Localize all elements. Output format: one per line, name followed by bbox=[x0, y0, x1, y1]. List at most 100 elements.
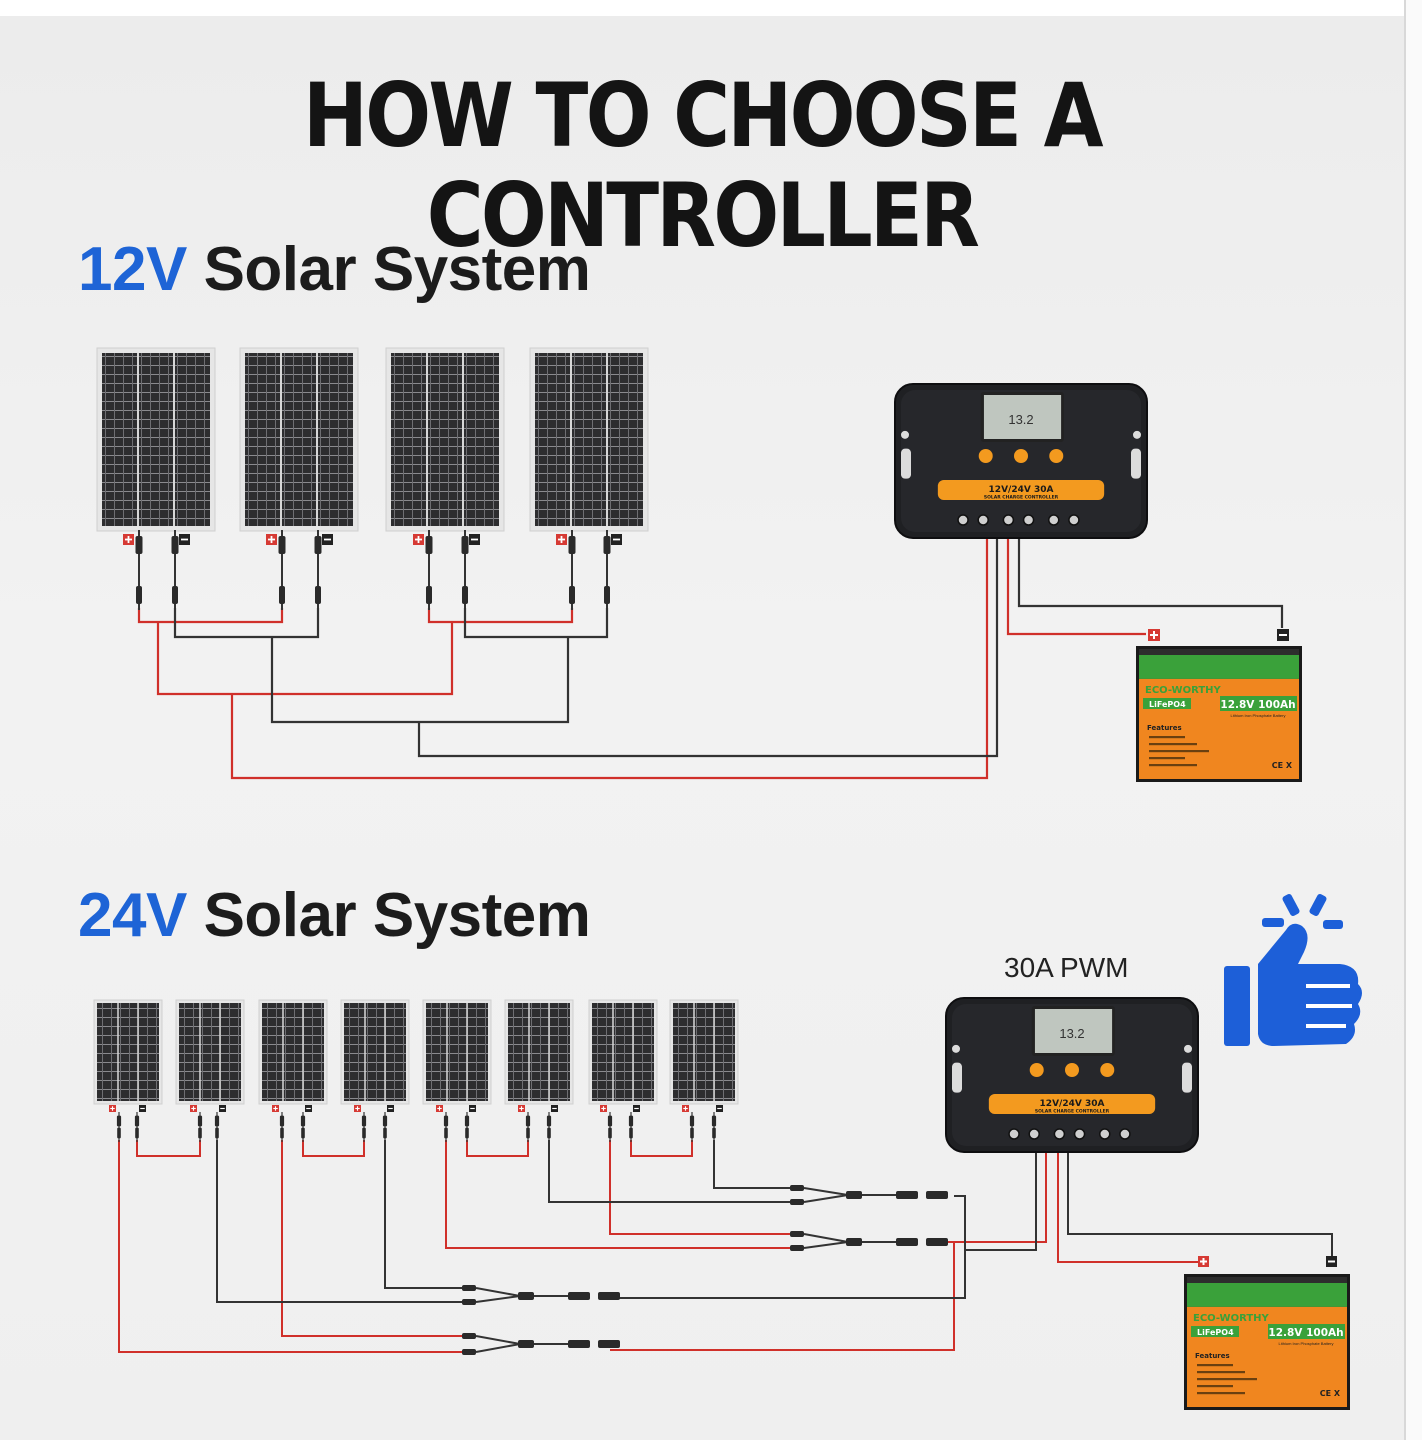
plus-terminal-icon bbox=[123, 534, 134, 545]
plus-terminal-icon bbox=[436, 1105, 443, 1112]
battery-feature-line bbox=[1197, 1364, 1233, 1367]
solar-panel bbox=[175, 999, 245, 1105]
section-title-12v: 12V Solar System bbox=[78, 234, 591, 305]
solar-panel bbox=[93, 999, 163, 1105]
solar-panel bbox=[422, 999, 492, 1105]
battery-feature-line bbox=[1149, 750, 1209, 753]
minus-terminal-icon bbox=[387, 1105, 394, 1112]
lcd-screen bbox=[983, 395, 1062, 439]
minus-terminal-icon bbox=[611, 534, 622, 545]
battery-feature-line bbox=[1149, 743, 1197, 746]
battery-features-title: Features bbox=[1195, 1352, 1230, 1360]
recommended-controller-label: 30A PWM bbox=[1004, 952, 1129, 983]
minus-terminal-icon bbox=[633, 1105, 640, 1112]
y-branch-connectors bbox=[462, 1185, 948, 1355]
battery-marks: CE X bbox=[1320, 1389, 1341, 1398]
mc4-connector bbox=[711, 1112, 717, 1142]
connectors-12v bbox=[123, 530, 622, 610]
battery-body bbox=[1139, 678, 1299, 779]
minus-terminal-icon bbox=[716, 1105, 723, 1112]
y-branch-connector bbox=[462, 1333, 620, 1355]
infographic-stage: HOW TO CHOOSE A CONTROLLER 12V Solar Sys… bbox=[0, 16, 1404, 1440]
controller-button bbox=[1049, 449, 1064, 463]
mc4-connector bbox=[546, 1112, 552, 1142]
minus-terminal-icon bbox=[322, 534, 333, 545]
mc4-connector bbox=[425, 530, 433, 610]
mc4-connector bbox=[628, 1112, 634, 1142]
battery-feature-line bbox=[1149, 736, 1185, 739]
mc4-connector bbox=[171, 530, 179, 610]
mc4-connector bbox=[116, 1112, 122, 1142]
minus-terminal-icon bbox=[1326, 1256, 1337, 1267]
minus-terminal-icon bbox=[551, 1105, 558, 1112]
plus-terminal-icon bbox=[1198, 1256, 1209, 1267]
solar-panel bbox=[504, 999, 574, 1105]
connectors-24v bbox=[109, 1105, 723, 1142]
controller-terminal bbox=[1119, 1128, 1131, 1140]
mc4-connector bbox=[603, 530, 611, 610]
y-branch-connector bbox=[790, 1185, 948, 1205]
controller-button bbox=[1014, 449, 1028, 463]
battery-feature-line bbox=[1197, 1378, 1257, 1381]
minus-terminal-icon bbox=[469, 534, 480, 545]
solar-panel bbox=[669, 999, 739, 1105]
battery-feature-line bbox=[1197, 1392, 1245, 1395]
controller-button bbox=[978, 449, 993, 463]
mc4-connector bbox=[314, 530, 322, 610]
battery-feature-line bbox=[1149, 757, 1185, 760]
y-branch-connector bbox=[790, 1231, 948, 1251]
minus-terminal-icon bbox=[469, 1105, 476, 1112]
plus-terminal-icon bbox=[272, 1105, 279, 1112]
page-title: HOW TO CHOOSE A CONTROLLER bbox=[303, 64, 1104, 267]
battery-feature-line bbox=[1149, 764, 1197, 767]
controller-terminal bbox=[1028, 1128, 1040, 1140]
mc4-connector bbox=[300, 1112, 306, 1142]
lcd-reading: 13.2 bbox=[1059, 1026, 1084, 1041]
section-voltage-24v: 24V bbox=[78, 881, 187, 950]
battery-chem: LiFePO4 bbox=[1197, 1328, 1234, 1337]
controller-terminal bbox=[1022, 514, 1035, 526]
battery-rating: 12.8V 100Ah bbox=[1268, 1327, 1343, 1339]
controller-button bbox=[1100, 1063, 1115, 1077]
minus-terminal-icon bbox=[139, 1105, 146, 1112]
controller-terminal bbox=[1048, 514, 1060, 526]
window-edge bbox=[1404, 0, 1422, 1440]
mc4-connector bbox=[134, 1112, 140, 1142]
panels-12v bbox=[96, 347, 649, 532]
solar-panel bbox=[340, 999, 410, 1105]
section-label-12v: Solar System bbox=[203, 235, 591, 304]
mc4-connector bbox=[135, 530, 143, 610]
controller-model: 12V/24V 30A bbox=[989, 485, 1054, 495]
controller-terminal bbox=[1002, 514, 1015, 526]
battery-chem: LiFePO4 bbox=[1149, 700, 1186, 709]
solar-panel bbox=[96, 347, 216, 532]
mc4-connector bbox=[214, 1112, 220, 1142]
minus-terminal-icon bbox=[305, 1105, 312, 1112]
battery-brand: ECO-WORTHY bbox=[1193, 1313, 1270, 1324]
minus-terminal-icon bbox=[179, 534, 190, 545]
mc4-connector bbox=[568, 530, 576, 610]
battery-brand: ECO-WORTHY bbox=[1145, 685, 1222, 696]
plus-terminal-icon bbox=[413, 534, 424, 545]
battery-subtitle: Lithium Iron Phosphate Battery bbox=[1231, 713, 1286, 718]
controller-button bbox=[1065, 1063, 1079, 1077]
controller-terminal bbox=[1068, 514, 1080, 526]
section-title-24v: 24V Solar System bbox=[78, 880, 591, 951]
battery-body bbox=[1187, 1306, 1347, 1407]
plus-terminal-icon bbox=[518, 1105, 525, 1112]
mc4-connector bbox=[443, 1112, 449, 1142]
minus-terminal-icon bbox=[219, 1105, 226, 1112]
battery-rating: 12.8V 100Ah bbox=[1220, 699, 1295, 711]
plus-terminal-icon bbox=[1148, 629, 1160, 641]
thumbs-up-icon bbox=[1224, 893, 1362, 1046]
plus-terminal-icon bbox=[190, 1105, 197, 1112]
battery-feature-line bbox=[1197, 1371, 1245, 1374]
controller-label-bar bbox=[988, 1094, 1156, 1114]
mc4-connector bbox=[461, 530, 469, 610]
mc4-connector bbox=[361, 1112, 367, 1142]
plus-terminal-icon bbox=[682, 1105, 689, 1112]
